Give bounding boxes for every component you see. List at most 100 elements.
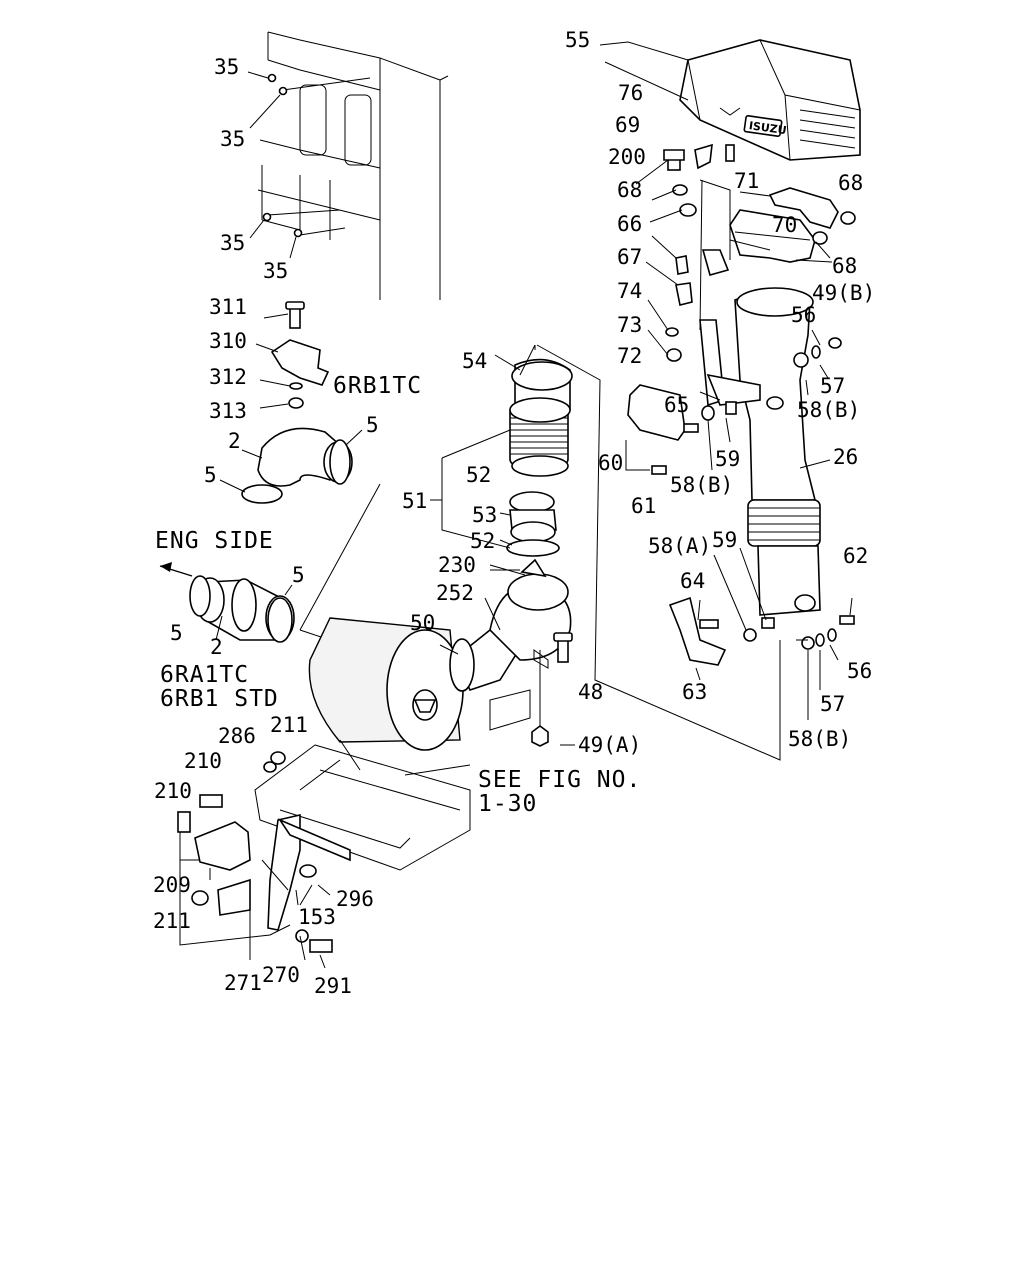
engine-variant-6rb1-std: 6RB1 STD xyxy=(160,686,279,712)
washer-icon xyxy=(295,929,309,943)
bolt-icon xyxy=(651,465,667,475)
washer-icon xyxy=(827,628,837,642)
washer-icon xyxy=(701,405,715,421)
hose-clamp-icon xyxy=(241,484,283,504)
washer-icon xyxy=(815,633,825,647)
callout-296: 296 xyxy=(336,887,374,911)
callout-49b: 49(B) xyxy=(812,281,875,305)
callout-52: 52 xyxy=(466,463,491,487)
callout-252: 252 xyxy=(436,581,474,605)
callout-5: 5 xyxy=(292,563,305,587)
callout-58b: 58(B) xyxy=(670,473,733,497)
nut-icon xyxy=(191,890,209,906)
hose-clamp-icon xyxy=(189,575,211,617)
callout-210: 210 xyxy=(154,779,192,803)
engine-variant-6ra1tc: 6RA1TC xyxy=(160,662,249,688)
snorkel-duct-26 xyxy=(699,287,831,616)
snorkel-mount-hardware xyxy=(635,143,856,362)
callout-59: 59 xyxy=(712,528,737,552)
callout-66: 66 xyxy=(617,212,642,236)
callout-72: 72 xyxy=(617,344,642,368)
callout-56: 56 xyxy=(847,659,872,683)
callout-55: 55 xyxy=(565,28,590,52)
nut-icon xyxy=(840,211,856,225)
callout-68: 68 xyxy=(838,171,863,195)
callout-58a: 58(A) xyxy=(648,534,711,558)
engine-variant-6rb1tc: 6RB1TC xyxy=(333,373,422,399)
bracket-310 xyxy=(255,301,330,409)
callout-56: 56 xyxy=(791,303,816,327)
spacer-icon xyxy=(761,617,775,629)
washer-icon xyxy=(665,327,679,337)
callout-60: 60 xyxy=(598,451,623,475)
callout-76: 76 xyxy=(618,81,643,105)
callout-26: 26 xyxy=(833,445,858,469)
cab-panel xyxy=(257,31,449,300)
callout-209: 209 xyxy=(153,873,191,897)
nut-icon xyxy=(288,397,304,409)
grommet-icon xyxy=(278,86,288,96)
callout-310: 310 xyxy=(209,329,247,353)
bolt-icon xyxy=(839,615,855,625)
callout-211: 211 xyxy=(270,713,308,737)
callout-210: 210 xyxy=(184,749,222,773)
nut-icon xyxy=(531,725,549,747)
callout-35: 35 xyxy=(263,259,288,283)
bolt-icon xyxy=(177,811,191,833)
washer-icon xyxy=(793,352,809,368)
callout-35: 35 xyxy=(220,127,245,151)
bracket-63 xyxy=(668,547,855,720)
grommet-icon xyxy=(293,228,303,238)
callout-53: 53 xyxy=(472,503,497,527)
callout-57: 57 xyxy=(820,374,845,398)
bolt-icon xyxy=(699,619,719,629)
isuzu-logo: ISUZU xyxy=(748,119,787,137)
callout-5: 5 xyxy=(170,621,183,645)
callout-68: 68 xyxy=(617,178,642,202)
diagram-notes: 6RB1TC ENG SIDE 6RA1TC 6RB1 STD SEE FIG … xyxy=(155,373,641,817)
nut-icon xyxy=(666,348,682,362)
washer-icon xyxy=(672,184,688,196)
callout-50: 50 xyxy=(410,611,435,635)
callout-52: 52 xyxy=(470,529,495,553)
callout-58b: 58(B) xyxy=(797,398,860,422)
callout-271: 271 xyxy=(224,971,262,995)
callout-230: 230 xyxy=(438,553,476,577)
elbow-hose-2-upper xyxy=(219,427,363,504)
washer-icon xyxy=(263,761,277,773)
callout-58b: 58(B) xyxy=(788,727,851,751)
callout-67: 67 xyxy=(617,245,642,269)
callout-51: 51 xyxy=(402,489,427,513)
callout-65: 65 xyxy=(664,393,689,417)
hose-clamp-icon xyxy=(329,439,351,485)
bracket-60 xyxy=(625,329,842,475)
callout-63: 63 xyxy=(682,680,707,704)
callout-49a: 49(A) xyxy=(578,733,641,757)
snorkel-cap-55: ISUZU xyxy=(599,39,861,161)
washer-icon xyxy=(811,345,821,359)
fig-reference: 1-30 xyxy=(478,791,537,817)
washer-icon xyxy=(743,628,757,642)
grommet-icon xyxy=(267,73,277,83)
callout-59: 59 xyxy=(715,447,740,471)
callout-286: 286 xyxy=(218,724,256,748)
lower-mounting-frame xyxy=(177,739,471,969)
washer-icon xyxy=(801,636,815,650)
see-fig-note: SEE FIG NO. xyxy=(478,767,641,793)
nut-icon xyxy=(812,231,828,245)
hose-2-lower xyxy=(159,562,295,643)
callout-64: 64 xyxy=(680,569,705,593)
callout-153: 153 xyxy=(298,905,336,929)
eng-side-label: ENG SIDE xyxy=(155,528,274,554)
callout-313: 313 xyxy=(209,399,247,423)
callout-211: 211 xyxy=(153,909,191,933)
callout-74: 74 xyxy=(617,279,642,303)
spacer-icon xyxy=(725,401,737,415)
callout-61: 61 xyxy=(631,494,656,518)
bolt-icon xyxy=(557,639,569,663)
air-cleaner xyxy=(308,558,575,751)
callout-69: 69 xyxy=(615,113,640,137)
callout-73: 73 xyxy=(617,313,642,337)
callout-312: 312 xyxy=(209,365,247,389)
callout-labels: 35 35 35 35 311 310 312 313 2 5 5 5 5 2 … xyxy=(153,28,875,998)
